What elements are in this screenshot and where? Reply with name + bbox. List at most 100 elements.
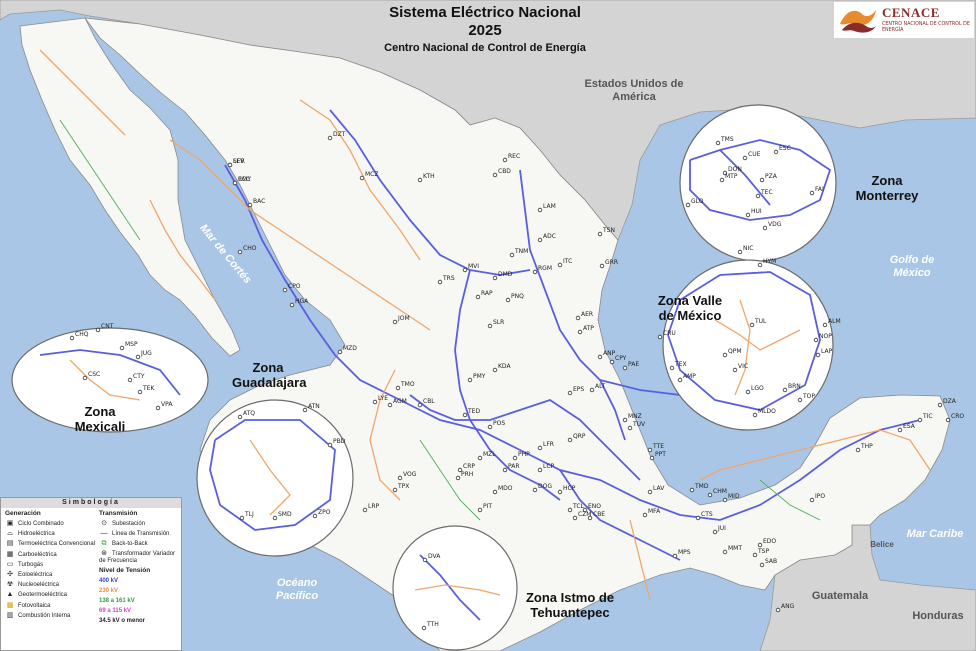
substation-marker bbox=[492, 367, 498, 373]
substation-marker bbox=[707, 492, 713, 498]
substation-code: CRP bbox=[463, 463, 475, 470]
substation-marker bbox=[722, 549, 728, 555]
substation-code: JOM bbox=[397, 315, 410, 322]
substation-marker bbox=[815, 352, 821, 358]
substation-code: TUL bbox=[754, 318, 767, 325]
substation-marker bbox=[337, 349, 343, 355]
substation-marker bbox=[532, 269, 538, 275]
substation-marker bbox=[137, 389, 143, 395]
legend-item: ▲Geotermoeléctrica bbox=[5, 590, 97, 600]
substation-code: CBL bbox=[423, 398, 435, 405]
frequency-transformer-icon: ⊛ bbox=[101, 549, 107, 557]
substation-code: LAM bbox=[543, 203, 556, 210]
substation-marker bbox=[247, 202, 253, 208]
substation-code: BAC bbox=[253, 198, 265, 205]
substation-code: HYM bbox=[763, 258, 776, 265]
substation-code: MNZ bbox=[628, 413, 642, 420]
substation-code: CHO bbox=[243, 245, 257, 252]
substation-code: REC bbox=[508, 153, 520, 160]
substation-code: BRN bbox=[788, 383, 801, 390]
substation-code: ENO bbox=[588, 503, 601, 510]
baja-california bbox=[19, 17, 241, 357]
substation-code: CTY bbox=[133, 373, 145, 380]
substation-marker bbox=[773, 149, 779, 155]
substation-marker bbox=[589, 387, 595, 393]
substation-code: ATQ bbox=[243, 410, 255, 417]
substation-code: VDG bbox=[768, 221, 782, 228]
substation-code: LCP bbox=[543, 463, 555, 470]
thermal-icon: ▤ bbox=[6, 540, 14, 548]
zone-mexicali-circle bbox=[11, 327, 209, 433]
substation-code: PRH bbox=[461, 471, 473, 478]
label-guatemala: Guatemala bbox=[811, 590, 869, 602]
substation-marker bbox=[457, 467, 463, 473]
substation-marker bbox=[609, 359, 615, 365]
substation-marker bbox=[582, 507, 588, 513]
substation-code: CPO bbox=[288, 283, 301, 290]
substation-code: CBD bbox=[498, 168, 511, 175]
substation-marker bbox=[917, 417, 923, 423]
substation-marker bbox=[945, 417, 951, 423]
line-icon: — bbox=[100, 530, 108, 538]
turbogas-icon: ▭ bbox=[6, 560, 14, 568]
substation-code: PPT bbox=[655, 451, 666, 458]
substation-marker bbox=[82, 375, 88, 381]
substation-code: TSN bbox=[602, 227, 615, 234]
substation-code: TTE bbox=[652, 443, 664, 450]
solar-icon: ▩ bbox=[6, 601, 14, 609]
substation-code: LRP bbox=[368, 503, 380, 510]
substation-marker bbox=[715, 140, 721, 146]
substation-marker bbox=[567, 507, 573, 513]
substation-marker bbox=[537, 207, 543, 213]
substation-marker bbox=[685, 202, 691, 208]
substation-marker bbox=[477, 507, 483, 513]
substation-code: LFR bbox=[543, 441, 554, 448]
substation-code: POS bbox=[493, 420, 505, 427]
substation-marker bbox=[745, 389, 751, 395]
substation-code: MPS bbox=[678, 549, 691, 556]
substation-code: DVA bbox=[428, 553, 441, 560]
substation-marker bbox=[119, 345, 125, 351]
substation-marker bbox=[492, 172, 498, 178]
substation-marker bbox=[567, 437, 573, 443]
substation-marker bbox=[647, 489, 653, 495]
substation-marker bbox=[937, 402, 943, 408]
substation-marker bbox=[421, 625, 427, 631]
cenace-logo-mark-icon bbox=[840, 10, 876, 33]
substation-code: TCL bbox=[572, 503, 585, 510]
substation-code: MLDO bbox=[758, 408, 776, 415]
coal-icon: ▦ bbox=[6, 550, 14, 558]
hydro-icon: ⌓ bbox=[7, 530, 13, 538]
geothermal-icon: ▲ bbox=[6, 591, 14, 599]
substation-marker bbox=[502, 467, 508, 473]
substation-marker bbox=[372, 399, 378, 405]
wind-icon: ✣ bbox=[7, 570, 13, 578]
substation-code: MTP bbox=[725, 173, 738, 180]
substation-code: MCZ bbox=[365, 171, 378, 178]
substation-marker bbox=[597, 354, 603, 360]
substation-code: AGM bbox=[393, 398, 407, 405]
substation-code: MDO bbox=[498, 485, 513, 492]
substation-code: TLJ bbox=[244, 511, 254, 518]
substation-code: TPX bbox=[397, 483, 409, 490]
substation-code: MID bbox=[728, 493, 740, 500]
substation-code: MMT bbox=[728, 545, 742, 552]
substation-code: ZPO bbox=[318, 509, 331, 516]
substation-marker bbox=[237, 414, 243, 420]
substation-marker bbox=[599, 263, 605, 269]
legend-item: ⧉Back-to-Back bbox=[99, 539, 179, 549]
label-zona-mexicali: Zona Mexicali bbox=[74, 404, 126, 434]
substation-code: CZM bbox=[578, 511, 591, 518]
label-mar-caribe: Mar Caribe bbox=[906, 528, 964, 540]
substation-code: TNM bbox=[514, 248, 528, 255]
substation-code: NIC bbox=[743, 245, 753, 252]
substation-marker bbox=[719, 177, 725, 183]
substation-marker bbox=[712, 529, 718, 535]
substation-code: SLR bbox=[493, 319, 504, 326]
substation-marker bbox=[227, 162, 233, 168]
cenace-logo: CENACE CENTRO NACIONAL DE CONTROL DE ENE… bbox=[834, 2, 974, 38]
substation-marker bbox=[572, 515, 578, 521]
substation-marker bbox=[69, 335, 75, 341]
logo-name: CENACE bbox=[882, 5, 940, 20]
substation-code: TMS bbox=[720, 136, 734, 143]
